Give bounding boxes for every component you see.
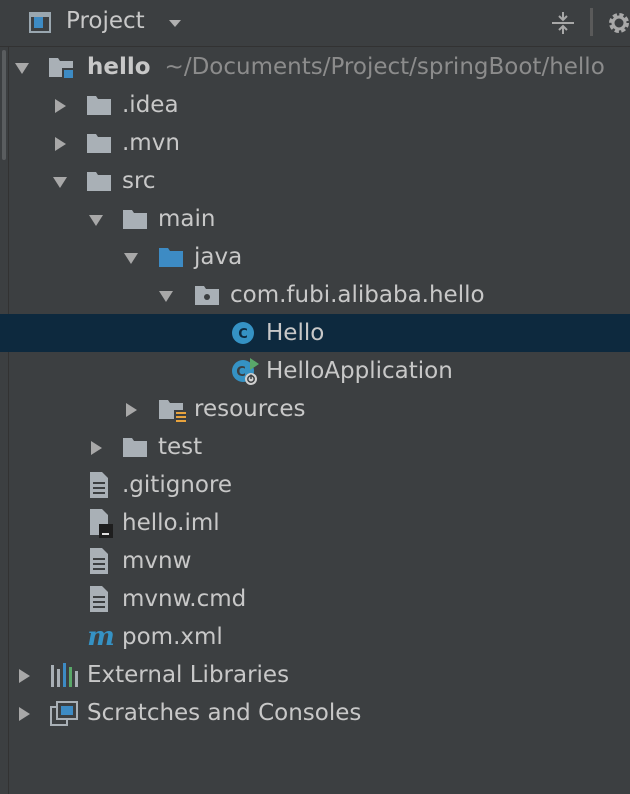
tree-label: mvnw: [122, 548, 192, 574]
tree-label: .mvn: [122, 130, 180, 156]
tree-row-helloapplication[interactable]: C HelloApplication: [0, 352, 630, 390]
expanded-arrow-icon[interactable]: [52, 174, 68, 190]
folder-icon: [87, 134, 111, 153]
tree-label: resources: [194, 396, 306, 422]
collapsed-arrow-icon[interactable]: [52, 136, 68, 152]
tree-row-src[interactable]: src: [0, 162, 630, 200]
spring-boot-class-icon: C: [232, 358, 259, 385]
folder-icon: [123, 210, 147, 229]
tree-root-path: ~/Documents/Project/springBoot/hello: [164, 54, 605, 80]
tree-row-mvnw[interactable]: mvnw: [0, 542, 630, 580]
tree-row-mvnw-cmd[interactable]: mvnw.cmd: [0, 580, 630, 618]
tree-label: main: [158, 206, 216, 232]
expanded-arrow-icon[interactable]: [123, 250, 139, 266]
left-tool-strip: [0, 0, 9, 794]
text-file-icon: [90, 472, 108, 498]
tree-row-mvn[interactable]: .mvn: [0, 124, 630, 162]
tree-label: .idea: [122, 92, 179, 118]
folder-icon: [123, 438, 147, 457]
tree-label: hello.iml: [122, 510, 220, 536]
tree-label-hello: hello~/Documents/Project/springBoot/hell…: [87, 54, 605, 80]
collapsed-arrow-icon[interactable]: [16, 706, 32, 722]
collapsed-arrow-icon[interactable]: [88, 440, 104, 456]
tree-label: test: [158, 434, 203, 460]
project-toolbar: Project: [0, 0, 630, 47]
collapsed-arrow-icon[interactable]: [123, 402, 139, 418]
svg-text:C: C: [236, 365, 246, 380]
tree-row-external-libraries[interactable]: External Libraries: [0, 656, 630, 694]
project-view-title[interactable]: Project: [66, 8, 145, 34]
tree-label: src: [122, 168, 156, 194]
tree-row-java[interactable]: java: [0, 238, 630, 276]
tree-row-hello-iml[interactable]: hello.iml: [0, 504, 630, 542]
expanded-arrow-icon[interactable]: [158, 288, 174, 304]
scratches-icon: [50, 701, 78, 726]
maven-icon: m: [87, 623, 115, 651]
java-class-icon: C: [232, 322, 254, 344]
package-icon: [195, 286, 219, 305]
folder-icon: [87, 172, 111, 191]
tree-row-main[interactable]: main: [0, 200, 630, 238]
scrollbar-thumb[interactable]: [2, 50, 6, 160]
tree-label: com.fubi.alibaba.hello: [230, 282, 485, 308]
expanded-arrow-icon[interactable]: [14, 60, 30, 76]
tree-label: HelloApplication: [266, 358, 453, 384]
tree-label: pom.xml: [122, 624, 223, 650]
tree-row-gitignore[interactable]: .gitignore: [0, 466, 630, 504]
svg-text:C: C: [238, 327, 248, 342]
tree-row-package[interactable]: com.fubi.alibaba.hello: [0, 276, 630, 314]
collapsed-arrow-icon[interactable]: [16, 668, 32, 684]
tree-label: Scratches and Consoles: [87, 700, 362, 726]
expanded-arrow-icon[interactable]: [88, 212, 104, 228]
project-view-icon[interactable]: [28, 11, 56, 35]
tree-row-test[interactable]: test: [0, 428, 630, 466]
toolbar-separator: [590, 8, 593, 36]
libraries-icon: [51, 663, 78, 687]
collapse-all-icon[interactable]: [550, 10, 576, 36]
chevron-down-icon[interactable]: [166, 14, 184, 32]
tree-row-scratches[interactable]: Scratches and Consoles: [0, 694, 630, 732]
tree-row-pom-xml[interactable]: m pom.xml: [0, 618, 630, 656]
text-file-icon: [90, 548, 108, 574]
tree-label: .gitignore: [122, 472, 233, 498]
tree-row-idea[interactable]: .idea: [0, 86, 630, 124]
tree-label: Hello: [266, 320, 325, 346]
folder-icon: [87, 96, 111, 115]
collapsed-arrow-icon[interactable]: [52, 98, 68, 114]
source-folder-icon: [159, 248, 183, 267]
tree-label: java: [194, 244, 243, 270]
resources-folder-icon: [159, 400, 187, 423]
iml-file-icon: [90, 509, 113, 538]
tree-label: External Libraries: [87, 662, 290, 688]
module-folder-icon: [49, 58, 73, 78]
tree-label: mvnw.cmd: [122, 586, 247, 612]
tree-row-hello[interactable]: hello~/Documents/Project/springBoot/hell…: [0, 48, 630, 86]
tree-row-resources[interactable]: resources: [0, 390, 630, 428]
text-file-icon: [90, 586, 108, 612]
tree-row-hello-class[interactable]: C Hello: [0, 314, 630, 352]
gear-icon[interactable]: [605, 9, 630, 37]
svg-text:m: m: [87, 623, 115, 651]
